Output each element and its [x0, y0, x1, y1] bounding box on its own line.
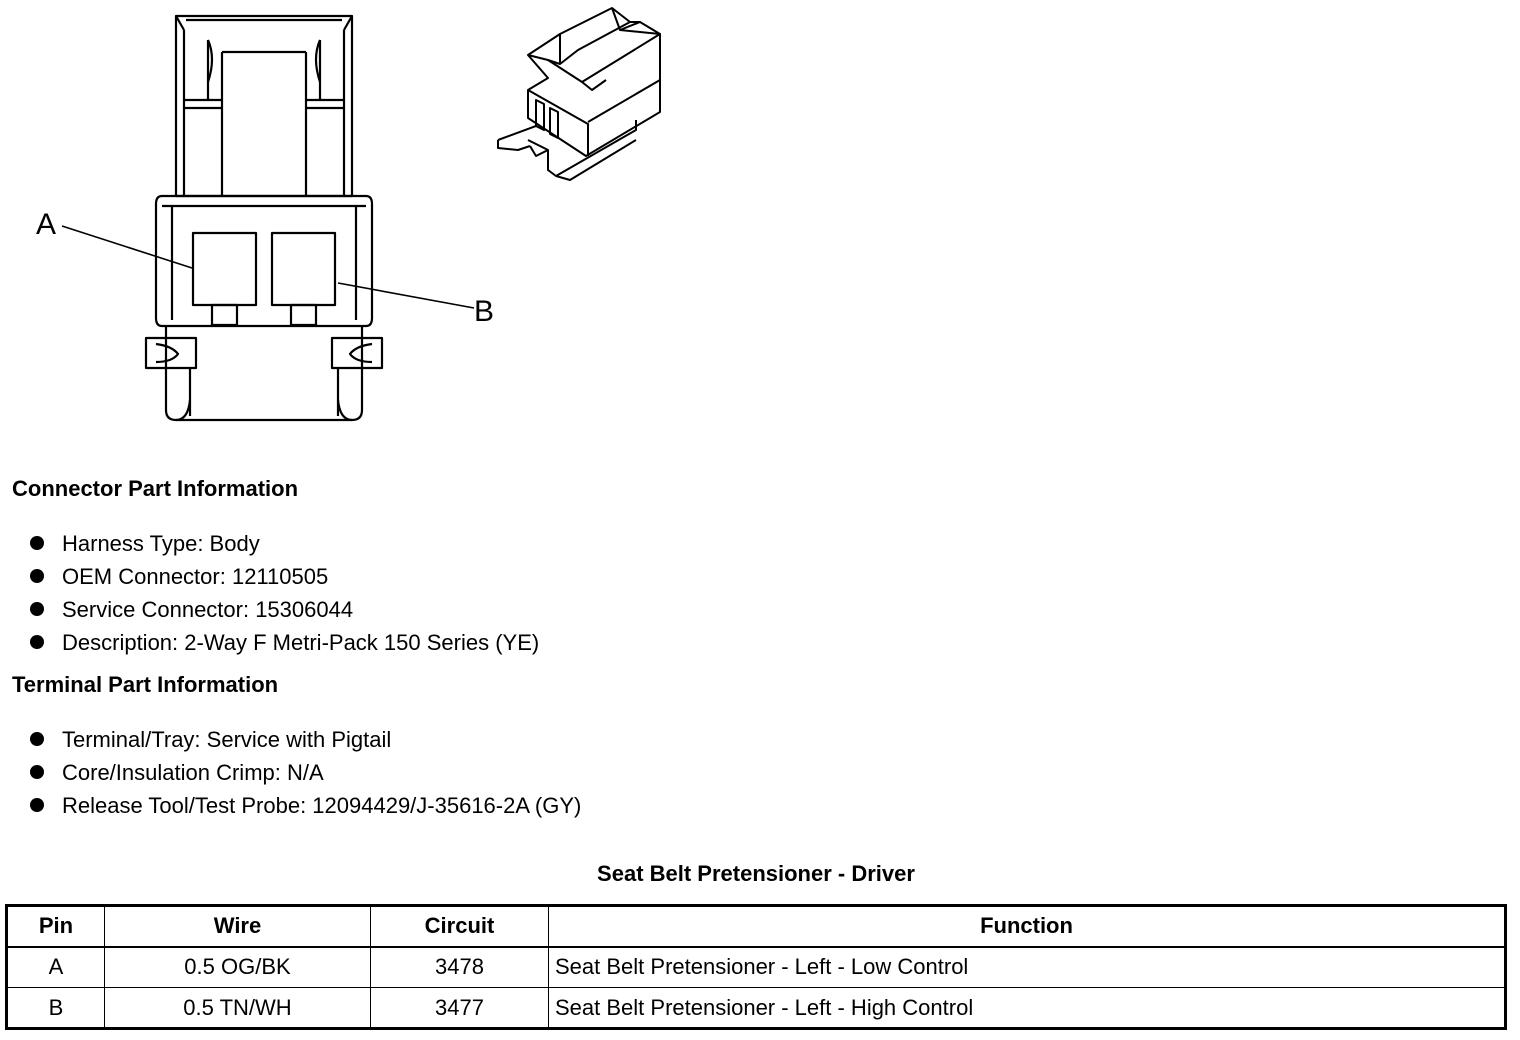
bullet-icon: [30, 635, 44, 649]
table-header-row: Pin Wire Circuit Function: [6, 905, 1506, 948]
bullet-icon: [30, 765, 44, 779]
pin-table: Pin Wire Circuit Function A 0.5 OG/BK 34…: [5, 904, 1507, 1030]
column-header-circuit: Circuit: [370, 905, 549, 948]
cell-circuit: 3478: [370, 946, 549, 988]
bullet-icon: [30, 798, 44, 812]
list-item: Core/Insulation Crimp: N/A: [30, 756, 581, 789]
connector-info-title: Connector Part Information: [12, 476, 299, 501]
list-item: Harness Type: Body: [30, 527, 539, 560]
cell-wire: 0.5 TN/WH: [104, 987, 371, 1029]
list-item: OEM Connector: 12110505: [30, 560, 539, 593]
callout-a-label: A: [36, 208, 56, 241]
table-row: A 0.5 OG/BK 3478 Seat Belt Pretensioner …: [6, 946, 1506, 988]
connector-info-list: Harness Type: Body OEM Connector: 121105…: [30, 527, 539, 659]
list-item: Description: 2-Way F Metri-Pack 150 Seri…: [30, 626, 539, 659]
bullet-icon: [30, 569, 44, 583]
connector-face-view: [144, 14, 384, 422]
pin-table-title: Seat Belt Pretensioner - Driver: [597, 861, 915, 886]
cell-pin: A: [6, 946, 105, 988]
connector-diagram: A B: [36, 7, 661, 422]
bullet-icon: [30, 732, 44, 746]
bullet-icon: [30, 536, 44, 550]
column-header-pin: Pin: [6, 905, 105, 948]
column-header-function: Function: [548, 905, 1506, 948]
connector-isometric-view: [497, 7, 661, 181]
cell-pin: B: [6, 987, 105, 1029]
cell-function: Seat Belt Pretensioner - Left - High Con…: [548, 987, 1506, 1029]
cell-wire: 0.5 OG/BK: [104, 946, 371, 988]
callout-b-label: B: [474, 295, 494, 328]
terminal-info-list: Terminal/Tray: Service with Pigtail Core…: [30, 723, 581, 822]
list-item: Service Connector: 15306044: [30, 593, 539, 626]
table-row: B 0.5 TN/WH 3477 Seat Belt Pretensioner …: [6, 987, 1506, 1029]
column-header-wire: Wire: [104, 905, 371, 948]
cell-function: Seat Belt Pretensioner - Left - Low Cont…: [548, 946, 1506, 988]
list-item: Release Tool/Test Probe: 12094429/J-3561…: [30, 789, 581, 822]
list-item: Terminal/Tray: Service with Pigtail: [30, 723, 581, 756]
cell-circuit: 3477: [370, 987, 549, 1029]
bullet-icon: [30, 602, 44, 616]
terminal-info-title: Terminal Part Information: [12, 672, 279, 697]
